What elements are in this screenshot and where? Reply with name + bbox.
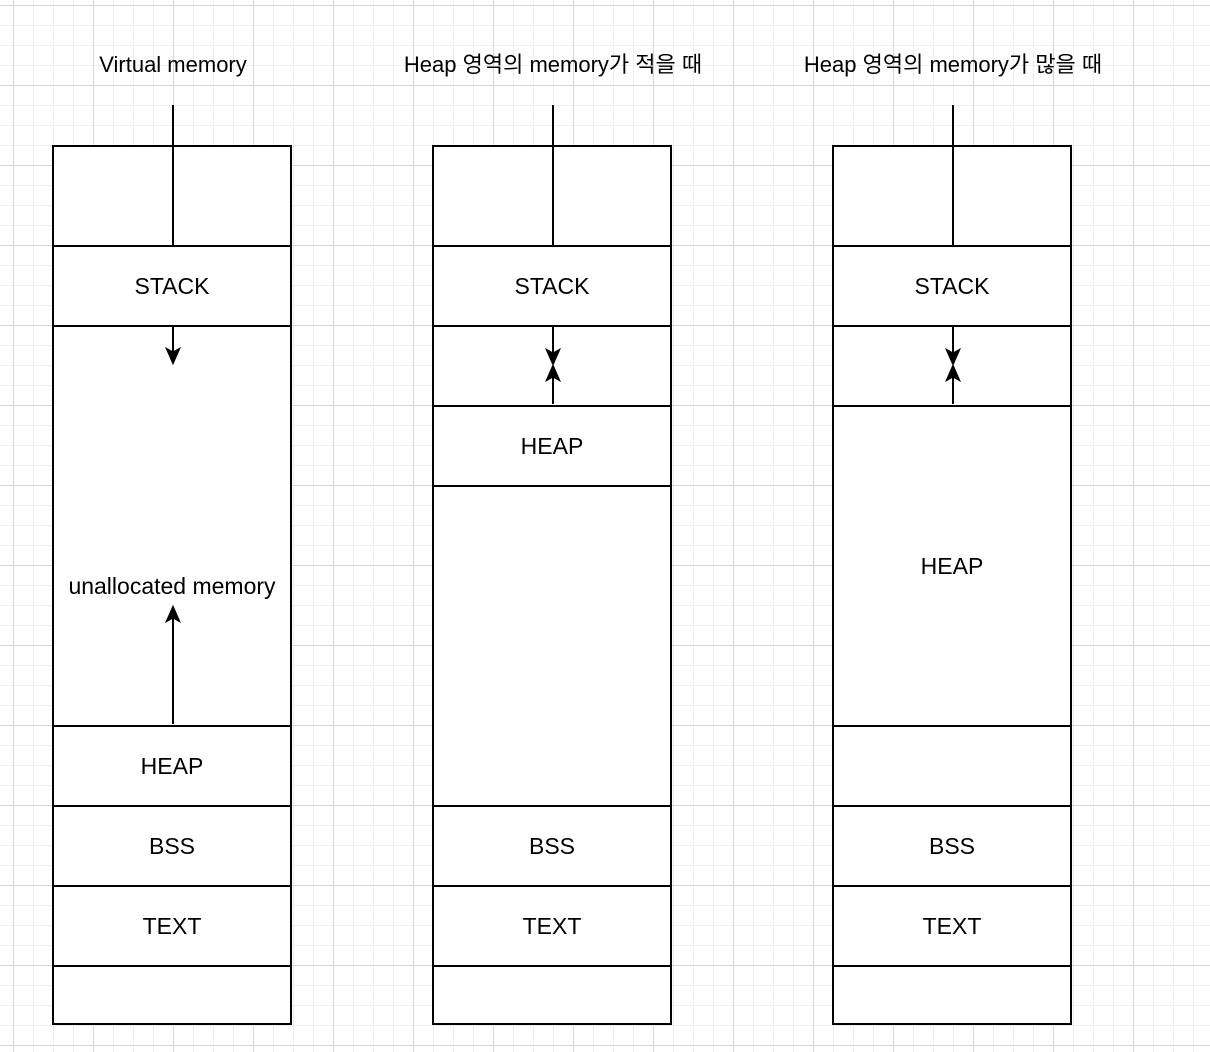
bss-block: BSS [52,805,292,887]
gap-block [432,325,672,407]
stack-block: STACK [832,245,1072,327]
gap-block [832,325,1072,407]
bss-block: BSS [832,805,1072,887]
bottom-block [432,965,672,1025]
bottom-block [52,965,292,1025]
heap-block: HEAP [432,405,672,487]
heap-block: HEAP [832,405,1072,727]
stack-block: STACK [432,245,672,327]
title-virtual-memory: Virtual memory [99,52,247,77]
title-heap-large: Heap 영역의 memory가 많을 때 [803,52,1103,77]
memory-column-heap-small: STACK HEAP BSS TEXT [432,145,672,1025]
top-block [832,145,1072,247]
memory-column-virtual: STACK unallocated memory HEAP BSS TEXT [52,145,292,1025]
text-block: TEXT [432,885,672,967]
heap-block: HEAP [52,725,292,807]
bottom-block [832,965,1072,1025]
bss-block: BSS [432,805,672,887]
unallocated-memory-label: unallocated memory [68,573,276,599]
free-block [832,725,1072,807]
top-block [432,145,672,247]
top-block [52,145,292,247]
text-block: TEXT [832,885,1072,967]
free-block [432,485,672,807]
memory-column-heap-large: STACK HEAP BSS TEXT [832,145,1072,1025]
stack-block: STACK [52,245,292,327]
text-block: TEXT [52,885,292,967]
unallocated-memory-block: unallocated memory [52,325,292,727]
title-heap-small: Heap 영역의 memory가 적을 때 [403,52,703,77]
